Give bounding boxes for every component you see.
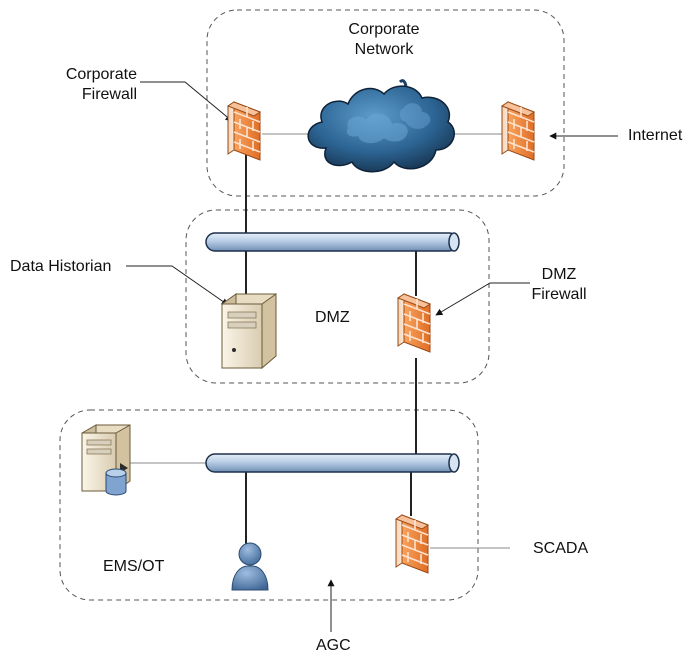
callout-data-historian-line — [126, 265, 229, 306]
corporate-firewall-icon — [227, 101, 261, 161]
corporate-network-zone — [206, 9, 565, 197]
database-server-icon — [81, 424, 131, 496]
ems-ot-zone — [59, 409, 479, 601]
scada-firewall-icon — [395, 514, 429, 574]
corporate-firewall-label-line2: Firewall — [81, 86, 137, 103]
agc-label: AGC — [316, 637, 351, 654]
corporate-network-label-line2: Network — [354, 41, 414, 58]
corporate-network-label-line1: Corporate — [348, 21, 420, 38]
internet-label: Internet — [628, 127, 683, 144]
server-icon — [221, 293, 277, 370]
ems-ot-label: EMS/OT — [103, 558, 165, 575]
dmz-zone — [185, 209, 490, 384]
dmz-firewall-label: DMZ Firewall — [524, 265, 594, 305]
ems-bus — [205, 453, 460, 473]
corporate-firewall-label-line1: Corporate — [65, 66, 137, 83]
callout-dmz-firewall-line — [435, 282, 530, 316]
data-historian-label: Data Historian — [10, 258, 112, 275]
internet-firewall-icon — [501, 101, 535, 161]
corporate-network-label: Corporate Network — [322, 20, 446, 60]
corporate-firewall-label: Corporate Firewall — [55, 65, 137, 105]
dmz-firewall-label-line1: DMZ — [541, 266, 577, 283]
user-icon — [231, 542, 269, 591]
dmz-bus — [205, 232, 460, 252]
dmz-firewall-icon — [397, 293, 431, 353]
callout-corporate-firewall-line — [140, 81, 233, 122]
scada-label: SCADA — [533, 540, 589, 557]
dmz-firewall-label-line2: Firewall — [531, 286, 587, 303]
cloud-icon — [307, 79, 455, 173]
dmz-label: DMZ — [315, 309, 350, 326]
